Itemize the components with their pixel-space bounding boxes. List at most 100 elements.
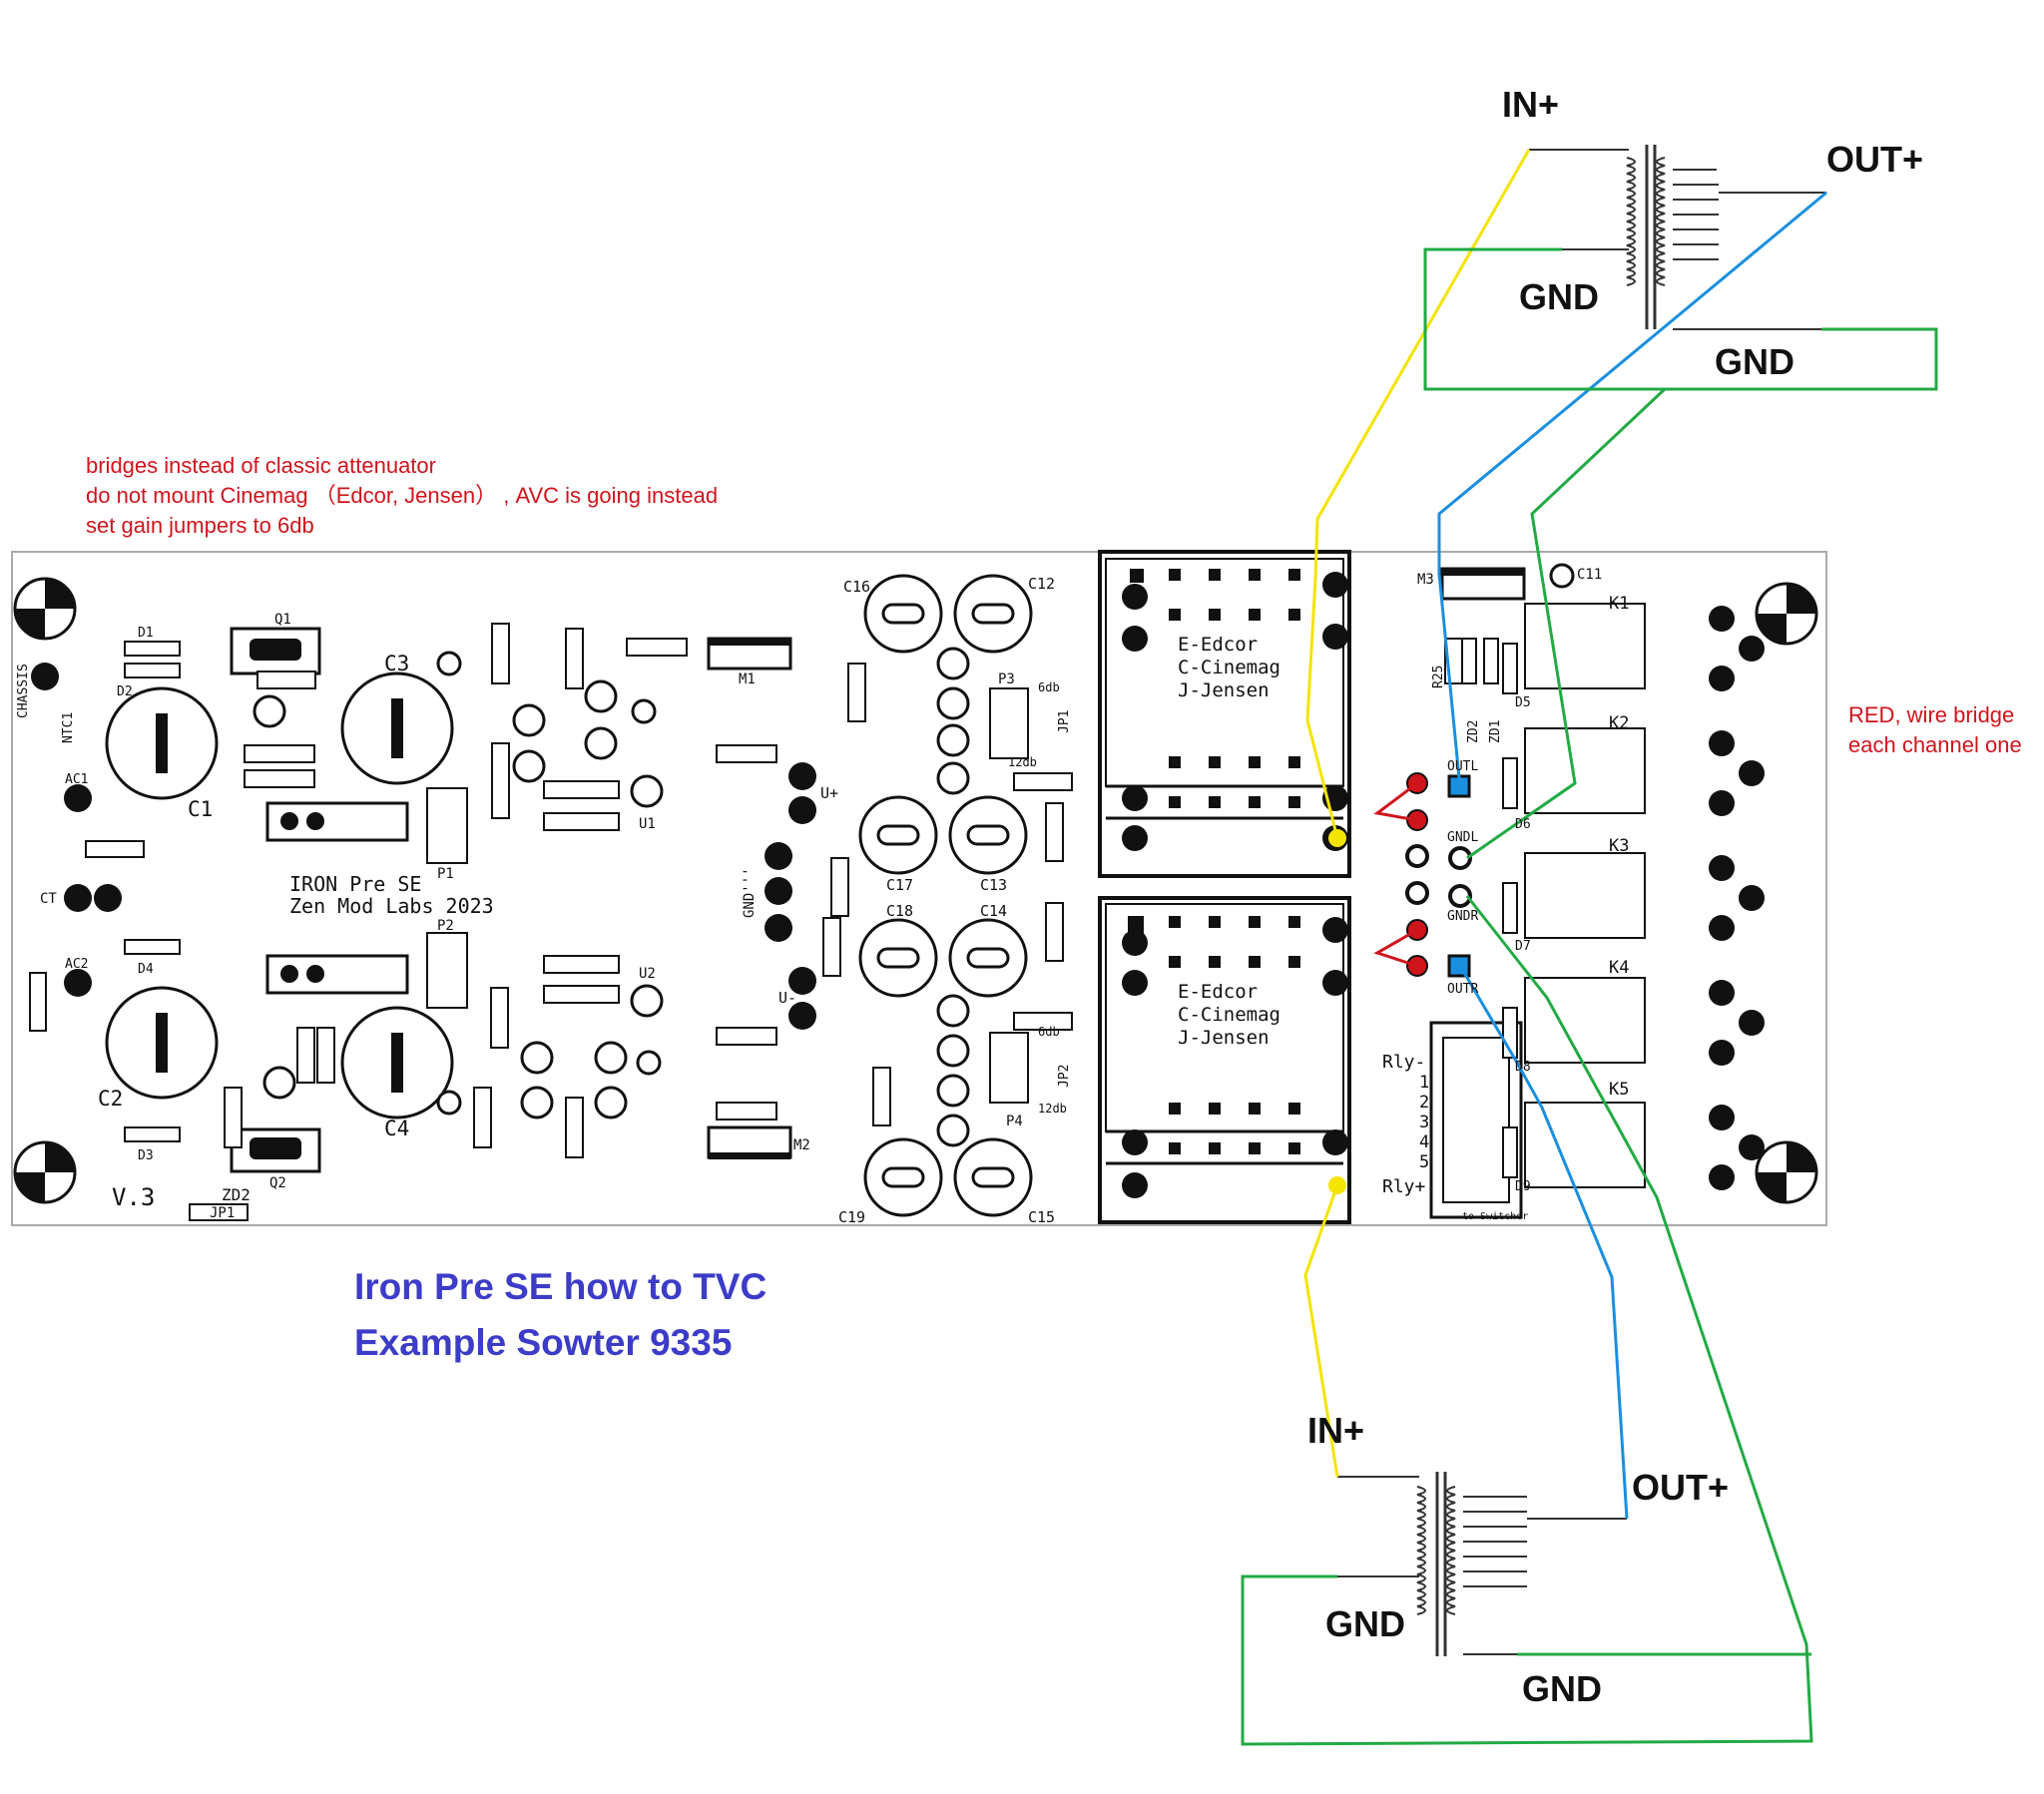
transformer-labels: IN+ OUT+ GND GND IN+ OUT+ GND GND — [1307, 84, 1923, 1709]
jumper-6db-top: 6db — [1038, 680, 1060, 694]
power-label-gnd: GND''' — [742, 867, 758, 918]
label-jp2: JP2 — [1057, 1065, 1072, 1088]
board-version: V.3 — [112, 1183, 155, 1211]
label-zd2: ZD2 — [1466, 720, 1481, 743]
out-label-gndl: GNDL — [1447, 830, 1478, 845]
pcb-board — [11, 550, 1827, 1226]
potentiometer-p2 — [426, 932, 468, 1009]
top-note-line-1: bridges instead of classic attenuator — [86, 453, 436, 478]
label-u2: U2 — [639, 966, 656, 982]
label-d9: D9 — [1515, 1179, 1531, 1194]
label-chassis: CHASSIS — [16, 664, 31, 718]
label-q1: Q1 — [274, 612, 291, 628]
label-d6: D6 — [1515, 817, 1531, 832]
label-c19: C19 — [838, 1208, 865, 1226]
label-jp1: JP1 — [1057, 710, 1072, 733]
label-c2: C2 — [98, 1087, 123, 1111]
socket-legend-5: C-Cinemag — [1178, 1004, 1280, 1026]
label-p3: P3 — [998, 672, 1015, 687]
label-p1: P1 — [437, 866, 454, 882]
capacitor-c14 — [948, 918, 1028, 998]
label-zd1: ZD1 — [1488, 720, 1503, 743]
wire-yellow — [1303, 149, 1531, 1478]
rly-pin-4: 4 — [1419, 1132, 1429, 1152]
switcher-connector — [1429, 1021, 1523, 1219]
jumper-6db-bottom: 6db — [1038, 1025, 1060, 1039]
power-label-uminus: U- — [778, 989, 796, 1007]
label-d2: D2 — [117, 684, 133, 699]
top-in-label: IN+ — [1502, 84, 1559, 125]
rly-pin-1: 1 — [1419, 1073, 1429, 1093]
label-c15: C15 — [1028, 1208, 1055, 1226]
top-out-label: OUT+ — [1826, 139, 1923, 180]
jumper-12db-top: 12db — [1008, 755, 1037, 769]
top-note-line-3: set gain jumpers to 6db — [86, 513, 314, 538]
zero-ohm-label: JP1 — [210, 1205, 235, 1221]
label-m2: M2 — [793, 1137, 810, 1153]
regulator-q2 — [230, 1127, 321, 1173]
label-m1: M1 — [739, 672, 756, 687]
capacitor-c3 — [340, 672, 454, 785]
capacitor-c15 — [953, 1137, 1033, 1217]
rly-minus-label: Rly- — [1382, 1052, 1425, 1073]
capacitor-c19 — [863, 1137, 943, 1217]
label-k4: K4 — [1609, 958, 1629, 978]
board-maker: Zen Mod Labs 2023 — [289, 894, 494, 918]
transformer-bottom — [1337, 1472, 1627, 1656]
side-note-line-2: each channel one — [1848, 732, 2022, 757]
socket-legend-2: C-Cinemag — [1178, 657, 1280, 678]
label-ac1: AC1 — [65, 772, 88, 787]
title-line-2: Example Sowter 9335 — [354, 1322, 733, 1363]
label-c13: C13 — [980, 876, 1007, 894]
label-ntc1: NTC1 — [61, 712, 76, 743]
label-d3: D3 — [138, 1148, 154, 1163]
capacitor-c16 — [863, 574, 943, 654]
socket-legend-4: E-Edcor — [1178, 981, 1258, 1003]
label-c12: C12 — [1028, 575, 1055, 593]
label-k3: K3 — [1609, 836, 1629, 856]
rly-plus-label: Rly+ — [1382, 1176, 1426, 1197]
top-gnd-right-label: GND — [1715, 341, 1794, 382]
label-r25: R25 — [1431, 666, 1446, 688]
wire-blue — [1437, 191, 1827, 1520]
label-q2: Q2 — [269, 1175, 286, 1191]
board-name: IRON Pre SE — [289, 872, 421, 896]
socket-legend-3: J-Jensen — [1178, 679, 1270, 701]
label-ct: CT — [40, 891, 57, 907]
out-label-outr: OUTR — [1447, 982, 1478, 997]
mounting-hole — [1755, 1140, 1818, 1204]
label-ac2: AC2 — [65, 957, 88, 972]
transformer-socket-right — [1098, 896, 1351, 1224]
top-gnd-left-label: GND — [1519, 276, 1599, 317]
regulator-q1 — [230, 627, 321, 675]
resistors — [29, 623, 1463, 1221]
side-note-line-1: RED, wire bridge — [1848, 702, 2015, 727]
label-d7: D7 — [1515, 939, 1531, 954]
title-line-1: Iron Pre SE how to TVC — [354, 1266, 767, 1307]
bottom-gnd-left-label: GND — [1325, 1603, 1405, 1644]
jumper-12db-bottom: 12db — [1038, 1102, 1067, 1116]
label-c11: C11 — [1577, 567, 1602, 583]
label-k1: K1 — [1609, 594, 1629, 614]
capacitor-c2 — [105, 986, 219, 1100]
mounting-hole — [13, 1140, 77, 1204]
relay-column — [1524, 603, 1765, 1190]
rly-pin-5: 5 — [1419, 1152, 1429, 1172]
potentiometer-p1 — [426, 787, 468, 864]
switcher-note: to Switcher — [1462, 1211, 1528, 1222]
page-title: Iron Pre SE how to TVC Example Sowter 93… — [354, 1259, 766, 1371]
capacitor-c6 — [265, 954, 409, 995]
bottom-gnd-right-label: GND — [1522, 1668, 1602, 1709]
label-c4: C4 — [384, 1117, 409, 1140]
label-c3: C3 — [384, 652, 409, 675]
mounting-hole — [13, 577, 77, 641]
label-p4: P4 — [1006, 1114, 1023, 1129]
capacitor-c5 — [265, 801, 409, 842]
capacitor-c17 — [858, 795, 938, 875]
jumper-p4 — [989, 1032, 1029, 1104]
top-note: bridges instead of classic attenuator do… — [86, 451, 718, 541]
capacitor-c18 — [858, 918, 938, 998]
capacitor-c1 — [105, 686, 219, 800]
transformer-top — [1529, 145, 1826, 330]
